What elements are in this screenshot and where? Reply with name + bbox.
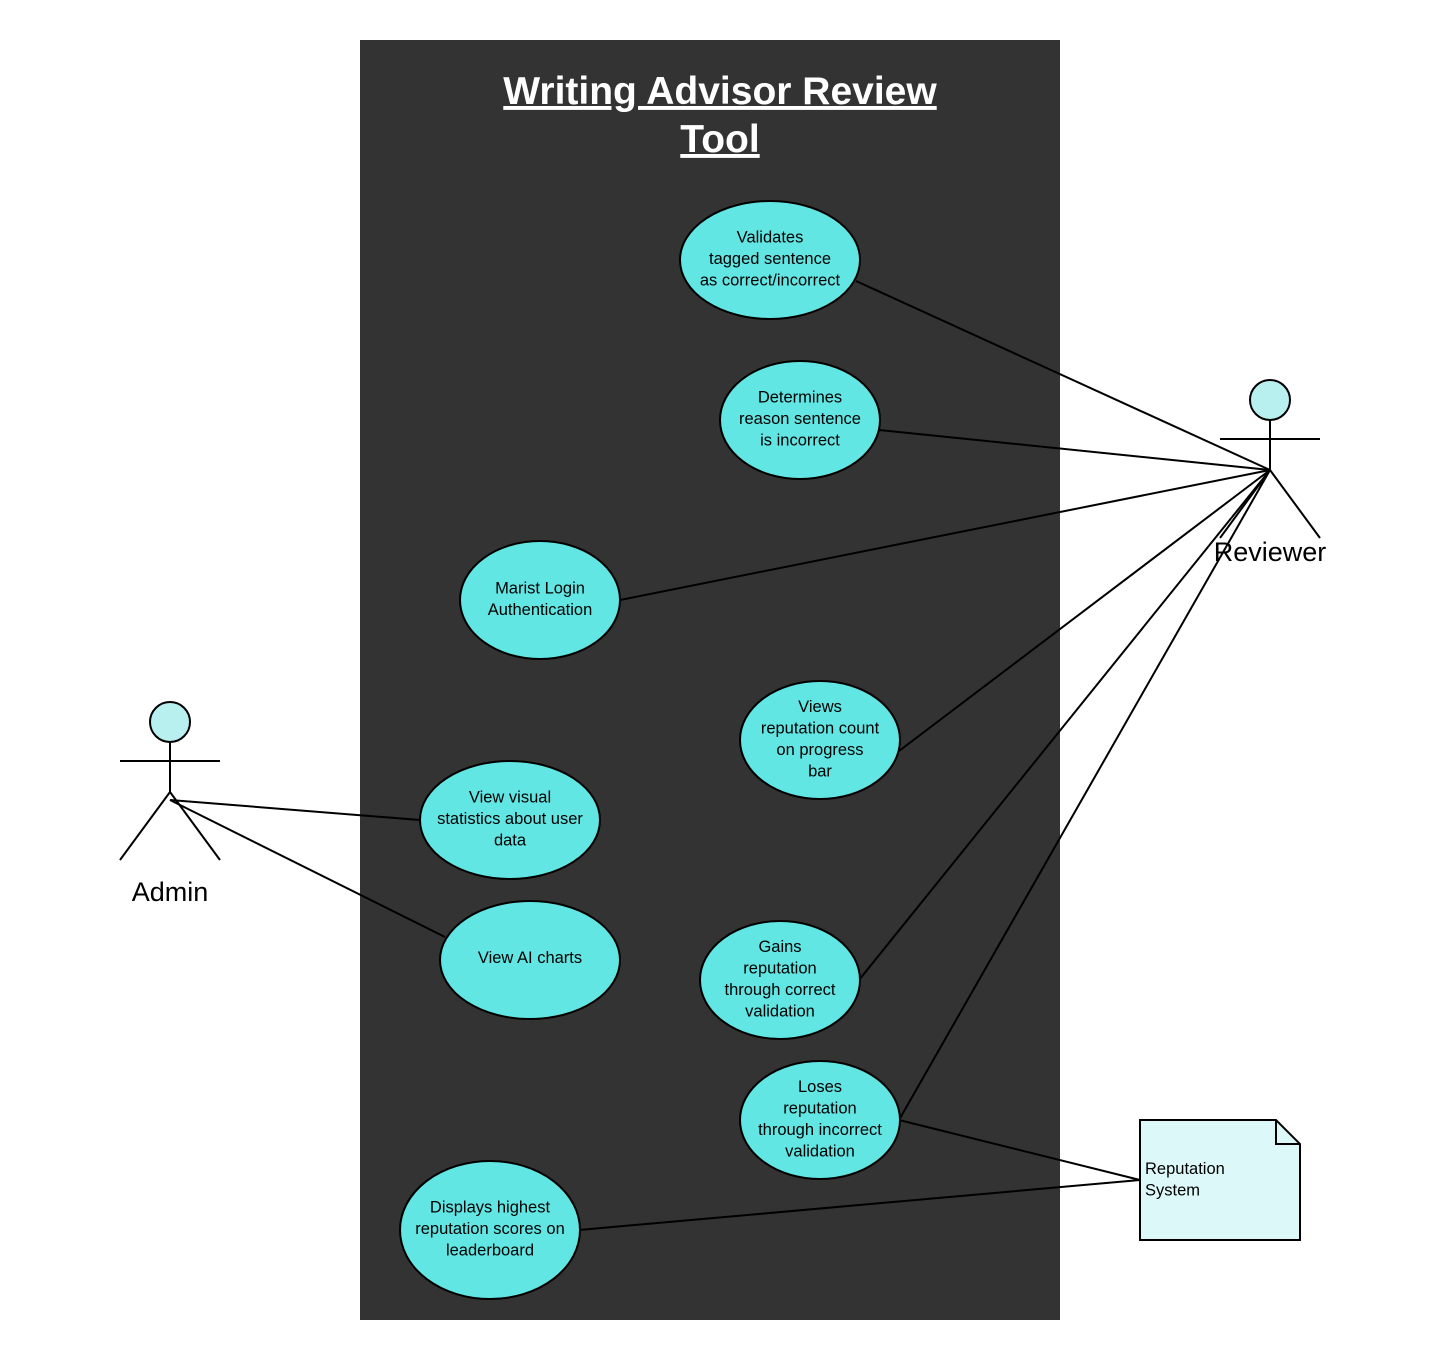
usecase-ellipse	[719, 360, 881, 480]
note-fold	[1275, 1120, 1300, 1145]
usecase-label-line: Loses	[798, 1078, 842, 1096]
usecase-loses[interactable]: Loses reputation through incorrect validati…	[739, 1060, 901, 1180]
usecase-ellipse	[679, 200, 861, 320]
usecase-label: Determines reason sentence is incorrect	[739, 389, 861, 450]
usecase-label: Views reputation count on progress bar	[761, 698, 880, 781]
usecase-label-line: is incorrect	[760, 432, 840, 450]
usecase-determines[interactable]: Determines reason sentence is incorrect	[719, 360, 881, 480]
association-gains-reviewer	[858, 469, 1271, 981]
usecase-label-line: bar	[808, 762, 832, 780]
usecase-label-line: reputation count	[761, 719, 880, 737]
actor-head	[149, 701, 191, 743]
system-title-line: Writing Advisor Review	[503, 70, 937, 113]
usecase-label-line: statistics about user	[437, 810, 583, 828]
usecase-label-line: reputation	[783, 1099, 856, 1117]
actor-admin[interactable]: Admin	[119, 701, 221, 907]
usecase-label-line: reputation	[743, 959, 816, 977]
usecase-label-line: as correct/incorrect	[700, 272, 841, 290]
actor-right-leg	[169, 791, 221, 861]
usecase-ellipse	[419, 760, 601, 880]
usecase-ellipse	[739, 1060, 901, 1180]
usecase-label: Gains reputation through correct validation	[725, 938, 836, 1021]
usecase-label-line: Views	[798, 698, 842, 716]
actor-left-leg	[119, 791, 171, 861]
usecase-gains[interactable]: Gains reputation through correct validation	[699, 920, 861, 1040]
usecase-label-line: leaderboard	[446, 1242, 534, 1260]
actor-left-leg	[1219, 469, 1271, 539]
association-validates-reviewer	[855, 280, 1271, 471]
association-login-reviewer	[619, 469, 1271, 601]
usecase-ellipse	[699, 920, 861, 1040]
usecase-ai-charts[interactable]: View AI charts	[439, 900, 621, 1020]
usecase-label-line: reason sentence	[739, 410, 861, 428]
note-shape	[1139, 1119, 1301, 1241]
usecase-label-line: validation	[785, 1142, 855, 1160]
usecase-label-line: reputation scores on	[415, 1220, 565, 1238]
usecase-ellipse	[439, 900, 621, 1020]
actor-right-leg	[1269, 469, 1321, 539]
usecase-label: Displays highest reputation scores on lead…	[415, 1199, 565, 1260]
usecase-label-line: Displays highest	[430, 1199, 551, 1217]
actor-label: Admin	[132, 877, 209, 907]
usecase-visual-stats[interactable]: View visual statistics about user data	[419, 760, 601, 880]
usecase-label-line: through incorrect	[758, 1121, 882, 1139]
usecase-ellipse	[739, 680, 901, 800]
usecase-label-line: View AI charts	[478, 949, 582, 967]
usecase-label-line: Authentication	[488, 601, 593, 619]
usecase-label: View visual statistics about user data	[437, 789, 583, 850]
usecase-views-rep[interactable]: Views reputation count on progress bar	[739, 680, 901, 800]
usecase-ellipse	[459, 540, 621, 660]
usecase-label-line: data	[494, 832, 527, 850]
association-loses-reputation-system	[898, 1119, 1141, 1181]
association-visual-stats-admin	[169, 799, 421, 821]
usecase-ellipse	[399, 1160, 581, 1300]
usecase-label-line: on progress	[776, 741, 863, 759]
usecase-label-line: validation	[745, 1002, 815, 1020]
actor-head	[1249, 379, 1291, 421]
note-label-line: System	[1145, 1182, 1200, 1200]
actor-label: Reviewer	[1214, 537, 1327, 567]
usecase-label: Loses reputation through incorrect validati…	[758, 1078, 882, 1161]
actor-reviewer[interactable]: Reviewer	[1214, 379, 1327, 567]
usecase-validates[interactable]: Validates tagged sentence as correct/incor…	[679, 200, 861, 320]
note-label-line: Reputation	[1145, 1160, 1225, 1178]
usecase-label: Validates tagged sentence as correct/incor…	[700, 229, 841, 290]
usecase-label-line: Gains	[758, 938, 801, 956]
system-title-line: Tool	[680, 118, 759, 161]
association-leaderboard-reputation-system	[578, 1179, 1141, 1231]
usecase-label-line: tagged sentence	[709, 250, 831, 268]
usecase-label-line: Marist Login	[495, 579, 585, 597]
association-ai-charts-admin	[169, 799, 446, 938]
association-determines-reviewer	[878, 429, 1271, 471]
usecase-label-line: Determines	[758, 389, 842, 407]
usecase-label-line: View visual	[469, 789, 551, 807]
usecase-label-line: through correct	[725, 981, 836, 999]
association-views-rep-reviewer	[898, 469, 1271, 752]
usecase-leaderboard[interactable]: Displays highest reputation scores on lead…	[399, 1160, 581, 1300]
usecase-label-line: Validates	[737, 229, 804, 247]
usecase-label: View AI charts	[478, 949, 582, 967]
association-loses-reviewer	[898, 469, 1271, 1121]
